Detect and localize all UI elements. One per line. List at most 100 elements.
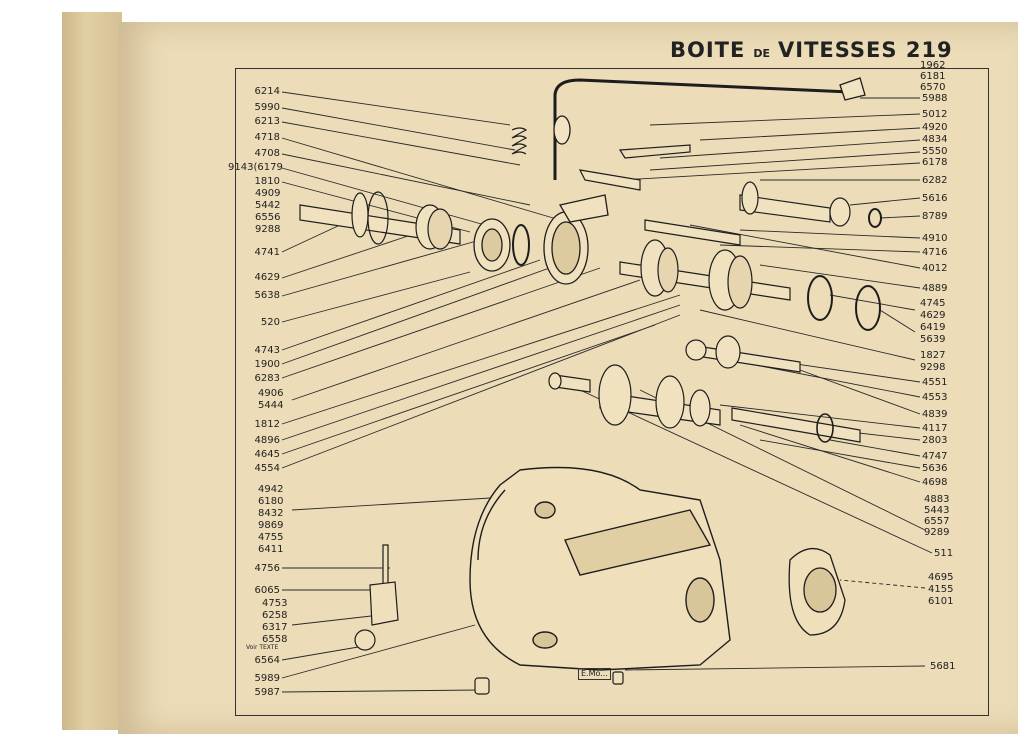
book-spine-edge — [62, 12, 122, 730]
leader-line — [649, 151, 921, 171]
leader-line — [281, 259, 541, 351]
leader-line — [799, 369, 921, 415]
group-item: 4942 — [258, 484, 284, 495]
leader-line — [829, 294, 916, 311]
title-de: DE — [753, 47, 770, 60]
leader-line — [739, 424, 921, 483]
label-group-b: 4909 5442 6556 9288 — [255, 188, 280, 236]
shift-lever-rod — [553, 77, 866, 180]
leader-line — [619, 162, 921, 181]
selector-fork — [578, 144, 691, 191]
label-6213: 6213 — [254, 116, 280, 127]
leader-line — [281, 239, 481, 297]
label-4834: 4834 — [922, 134, 948, 145]
leader-line — [759, 264, 921, 289]
group-item: 6180 — [258, 496, 284, 507]
label-6282: 6282 — [922, 175, 948, 186]
leader-line — [281, 689, 481, 693]
group-item: 6258 — [262, 610, 288, 621]
leader-line — [281, 271, 471, 323]
leader-line — [281, 314, 681, 469]
speedometer-drive — [354, 544, 399, 651]
title-word-2: VITESSES — [778, 38, 898, 62]
group-item: 1827 — [920, 350, 946, 361]
group-item: 4629 — [920, 310, 946, 321]
leader-line — [879, 215, 921, 219]
label-6065: 6065 — [254, 585, 280, 596]
label-6178: 6178 — [922, 157, 948, 168]
label-4910: 4910 — [922, 233, 948, 244]
intermediate-shaft — [685, 335, 801, 373]
label-4718: 4718 — [254, 132, 280, 143]
label-5638: 5638 — [254, 290, 280, 301]
group-item: 6181 — [920, 71, 946, 82]
label-4889: 4889 — [922, 283, 948, 294]
group-item: 4695 — [928, 572, 954, 583]
leader-line — [281, 224, 341, 253]
page-number: 219 — [905, 38, 953, 62]
leader-line — [281, 324, 656, 455]
group-item: 5639 — [920, 334, 946, 345]
group-prefix: 9143 — [228, 162, 254, 173]
label-6283: 6283 — [254, 373, 280, 384]
group-item: 4906 — [258, 388, 284, 399]
leader-line — [281, 624, 476, 679]
label-1810: 1810 — [254, 176, 280, 187]
leader-line — [281, 107, 516, 151]
group-item: 5444 — [258, 400, 284, 411]
group-item: 8432 — [258, 508, 284, 519]
label-4716: 4716 — [922, 247, 948, 258]
group-item: 6411 — [258, 544, 284, 555]
group-item: 4883 — [924, 494, 950, 505]
leader-line — [719, 244, 921, 253]
label-6214: 6214 — [254, 86, 280, 97]
label-4698: 4698 — [922, 477, 948, 488]
spring-part — [511, 127, 528, 155]
label-5990: 5990 — [254, 102, 280, 113]
artist-signature: E.Mo... — [578, 668, 611, 680]
label-4012: 4012 — [922, 263, 948, 274]
label-4551: 4551 — [922, 377, 948, 388]
leader-line — [849, 431, 921, 441]
label-group-4695: 4695 4155 6101 — [928, 572, 953, 608]
label-5989: 5989 — [254, 673, 280, 684]
group-item: 6556 — [255, 212, 281, 223]
group-item: 6557 — [924, 516, 950, 527]
reverse-shaft — [731, 407, 861, 443]
label-4645: 4645 — [254, 449, 280, 460]
label-5616: 5616 — [922, 193, 948, 204]
group-item: 5442 — [255, 200, 281, 211]
group-item: 4745 — [920, 298, 946, 309]
label-group-4745: 4745 4629 — [920, 298, 945, 322]
group-item: 1962 — [920, 60, 946, 71]
group-item: 4155 — [928, 584, 954, 595]
leader-line — [281, 231, 421, 279]
label-4117: 4117 — [922, 423, 948, 434]
leader-line — [699, 309, 916, 361]
label-511: 511 — [934, 548, 954, 559]
leader-line — [281, 121, 521, 166]
label-group-d: 4942 6180 8432 9869 4755 6411 — [258, 484, 283, 556]
leader-line — [649, 113, 921, 126]
label-4743: 4743 — [254, 345, 280, 356]
secondary-shaft — [619, 239, 881, 331]
leader-line — [624, 665, 926, 671]
label-5987: 5987 — [254, 687, 280, 698]
voir-texte-note: Voir TEXTE — [246, 644, 279, 651]
group-item: 6179 — [257, 162, 283, 173]
label-2803: 2803 — [922, 435, 948, 446]
leader-line — [829, 439, 921, 457]
leader-line — [579, 389, 933, 554]
group-item: 6558 — [262, 634, 288, 645]
leader-line — [291, 614, 381, 626]
label-4629: 4629 — [254, 272, 280, 283]
label-1812: 1812 — [254, 419, 280, 430]
label-4708: 4708 — [254, 148, 280, 159]
drain-plug — [474, 671, 624, 695]
leader-line — [281, 267, 601, 379]
label-4756: 4756 — [254, 563, 280, 574]
selector-rod — [644, 181, 882, 246]
leader-line — [281, 294, 681, 425]
group-item: 9288 — [255, 224, 281, 235]
label-4896: 4896 — [254, 435, 280, 446]
